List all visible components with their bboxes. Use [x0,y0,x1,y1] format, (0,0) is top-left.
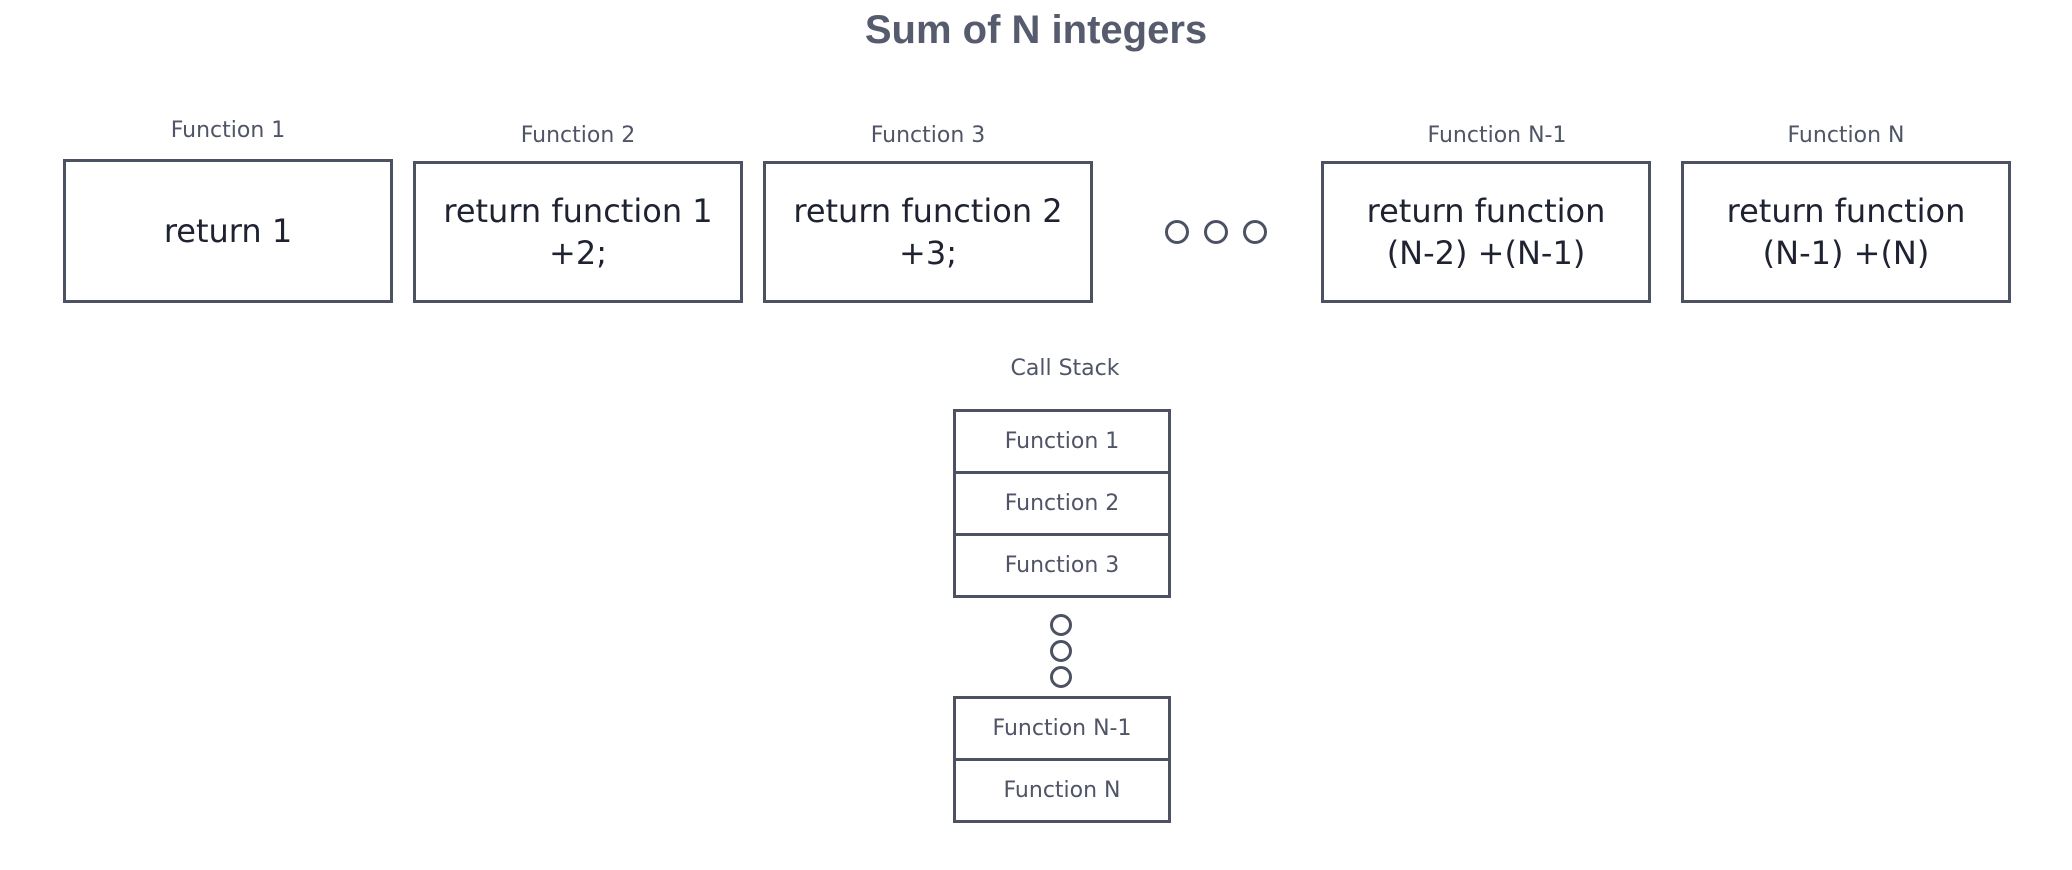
function-1-box: return 1 [63,159,393,303]
function-2-box: return function 1 +2; [413,161,743,303]
stack-ellipsis-dot-2 [1050,640,1072,662]
call-stack-bottom-group: Function N-1 Function N [953,696,1171,823]
stack-ellipsis-dot-3 [1050,666,1072,688]
call-stack-label: Call Stack [1010,356,1120,381]
stack-ellipsis-dot-1 [1050,614,1072,636]
call-stack-item-function-n-minus-1: Function N-1 [953,696,1171,761]
function-2-code-line-2: +2; [549,234,607,272]
function-3-label: Function 3 [870,123,986,148]
function-1-code-line: return 1 [163,212,293,250]
function-n-code-line-1: return function [1726,192,1966,230]
ellipsis-dot-2 [1204,220,1228,244]
function-3-box: return function 2 +3; [763,161,1093,303]
function-n-minus-1-box: return function (N-2) +(N-1) [1321,161,1651,303]
function-n-minus-1-code-line-1: return function [1366,192,1606,230]
call-stack-item-function-2: Function 2 [953,471,1171,536]
function-1-label: Function 1 [170,118,286,143]
function-2-code-line-1: return function 1 [443,192,713,230]
ellipsis-dot-1 [1165,220,1189,244]
function-n-minus-1-code-line-2: (N-2) +(N-1) [1386,234,1586,272]
call-stack-item-function-1: Function 1 [953,409,1171,474]
function-2-label: Function 2 [520,123,636,148]
diagram-title: Sum of N integers [864,8,1208,52]
ellipsis-dot-3 [1243,220,1267,244]
call-stack-top-group: Function 1 Function 2 Function 3 [953,409,1171,598]
function-n-box: return function (N-1) +(N) [1681,161,2011,303]
function-n-minus-1-label: Function N-1 [1427,123,1567,148]
function-3-code-line-2: +3; [899,234,957,272]
call-stack-item-function-3: Function 3 [953,533,1171,598]
call-stack-item-function-n: Function N [953,758,1171,823]
function-n-label: Function N [1787,123,1905,148]
function-3-code-line-1: return function 2 [793,192,1063,230]
function-n-code-line-2: (N-1) +(N) [1762,234,1930,272]
